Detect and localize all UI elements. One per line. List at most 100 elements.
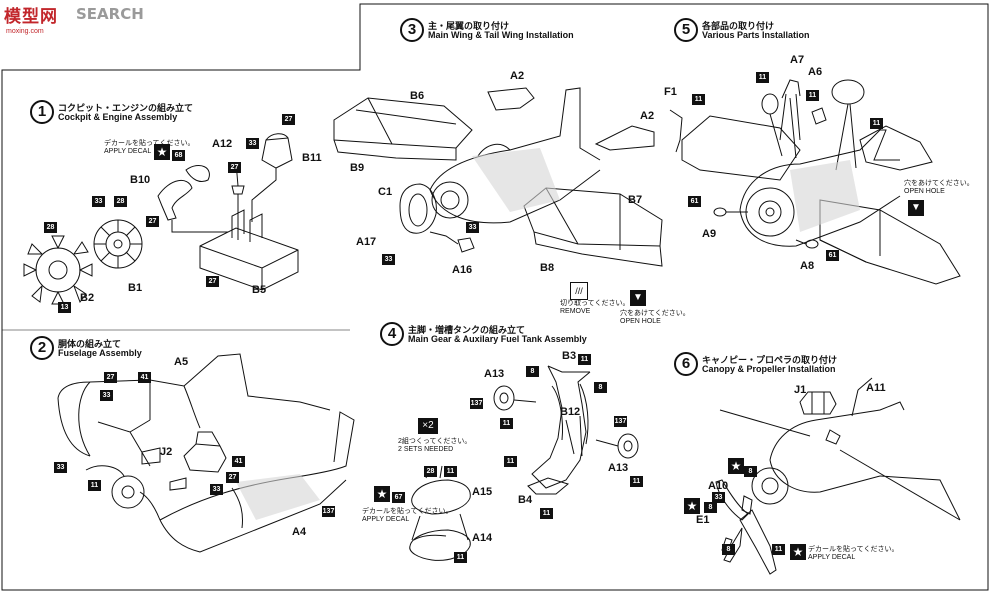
part-label: A2	[640, 110, 655, 122]
step-5-title-en: Various Parts Installation	[702, 30, 810, 40]
color-code: 33	[466, 222, 479, 233]
part-label: B7	[628, 194, 643, 206]
watermark-chinese: 模型网	[4, 7, 58, 27]
decal-note-en: APPLY DECAL	[808, 554, 856, 561]
color-code: 28	[114, 196, 127, 207]
color-code: 11	[806, 90, 819, 101]
star-decal-icon: ★	[154, 144, 170, 160]
color-code: 8	[722, 544, 735, 555]
step-3-title-en: Main Wing & Tail Wing Installation	[428, 30, 574, 40]
part-label: B11	[302, 152, 322, 164]
part-label: B6	[410, 90, 425, 102]
decal-note: デカールを貼ってください。 APPLY DECAL	[362, 508, 452, 524]
open-hole-note-jp: 穴をあけてください。	[904, 180, 974, 187]
color-code: 8	[744, 466, 757, 477]
color-code: 67	[392, 492, 405, 503]
color-code: 8	[526, 366, 539, 377]
part-label: B2	[80, 292, 95, 304]
part-label: B9	[350, 162, 365, 174]
step-1-title-en: Cockpit & Engine Assembly	[58, 112, 178, 122]
open-hole-note-en: OPEN HOLE	[620, 318, 661, 325]
part-label: A9	[702, 228, 717, 240]
color-code: 11	[578, 354, 591, 365]
step-1-number: 1	[30, 100, 54, 124]
part-label: B10	[130, 174, 151, 186]
part-label: A4	[292, 526, 307, 538]
color-code: 8	[704, 502, 717, 513]
decal-note: デカールを貼ってください。 APPLY DECAL	[808, 546, 898, 562]
color-code: 27	[206, 276, 219, 287]
part-label: A7	[790, 54, 805, 66]
open-hole-icon: ▼	[630, 290, 646, 306]
decal-note-en: APPLY DECAL	[104, 148, 152, 155]
step-6-title-jp: キャノピー・プロペラの取り付け	[702, 355, 838, 365]
remove-icon: ///	[570, 282, 588, 300]
part-label: A8	[800, 260, 815, 272]
color-code: 33	[54, 462, 67, 473]
decal-note-jp: デカールを貼ってください。	[104, 140, 195, 147]
step-4-number: 4	[380, 322, 404, 346]
step-6-number: 6	[674, 352, 698, 376]
step-6-title-en: Canopy & Propeller Installation	[702, 364, 836, 374]
step-4-title-jp: 主脚・増槽タンクの組み立て	[408, 325, 526, 335]
remove-note: 切り取ってください。 REMOVE	[560, 300, 629, 316]
color-code: 33	[246, 138, 259, 149]
color-code: 33	[92, 196, 105, 207]
color-code: 11	[630, 476, 643, 487]
watermark-url: moxing.com	[6, 28, 44, 35]
sets-note-jp: 2組つくってください。	[398, 438, 472, 445]
color-code: 28	[44, 222, 57, 233]
star-decal-icon: ★	[790, 544, 806, 560]
part-label: J2	[160, 446, 173, 458]
open-hole-note: 穴をあけてください。 OPEN HOLE	[904, 180, 974, 196]
open-hole-note-en: OPEN HOLE	[904, 188, 945, 195]
decal-note-jp: デカールを貼ってください。	[362, 508, 453, 515]
color-code: 61	[826, 250, 839, 261]
color-code: 61	[688, 196, 701, 207]
part-label: A13	[484, 368, 505, 380]
color-code: 27	[282, 114, 295, 125]
part-label: A12	[212, 138, 233, 150]
part-label: J1	[794, 384, 807, 396]
step-2-title-en: Fuselage Assembly	[58, 348, 142, 358]
part-label: A14	[472, 532, 493, 544]
step-3-title-jp: 主・尾翼の取り付け	[428, 21, 510, 31]
color-code: 11	[870, 118, 883, 129]
step-4-title-en: Main Gear & Auxilary Fuel Tank Assembly	[408, 334, 587, 344]
step-2-number: 2	[30, 336, 54, 360]
color-code: 27	[104, 372, 117, 383]
step-1-title-jp: コクピット・エンジンの組み立て	[58, 103, 194, 113]
decal-note-en: APPLY DECAL	[362, 516, 410, 523]
star-decal-icon: ★	[684, 498, 700, 514]
part-label: A17	[356, 236, 377, 248]
part-label: C1	[378, 186, 393, 198]
part-label: A11	[866, 382, 886, 394]
color-code: 11	[88, 480, 101, 491]
remove-note-jp: 切り取ってください。	[560, 300, 630, 307]
color-code: 137	[614, 416, 627, 427]
color-code: 27	[226, 472, 239, 483]
color-code: 11	[692, 94, 705, 105]
part-label: B1	[128, 282, 143, 294]
engine-rear-b1	[93, 219, 143, 269]
color-code: 41	[138, 372, 151, 383]
color-code: 33	[382, 254, 395, 265]
color-code: 13	[58, 302, 71, 313]
part-label: B3	[562, 350, 577, 362]
part-label: F1	[664, 86, 677, 98]
times-two-badge: ×2	[418, 418, 438, 434]
color-code: 8	[594, 382, 607, 393]
sets-note-en: 2 SETS NEEDED	[398, 446, 454, 453]
color-code: 11	[772, 544, 785, 555]
color-code: 33	[100, 390, 113, 401]
remove-note-en: REMOVE	[560, 308, 591, 315]
step-5-title-jp: 各部品の取り付け	[702, 21, 775, 31]
part-label: B8	[540, 262, 555, 274]
color-code: 68	[172, 150, 185, 161]
part-label: A15	[472, 486, 493, 498]
part-label: B4	[518, 494, 533, 506]
part-label: A16	[452, 264, 473, 276]
color-code: 11	[756, 72, 769, 83]
decal-note: デカールを貼ってください。 APPLY DECAL	[104, 140, 194, 156]
